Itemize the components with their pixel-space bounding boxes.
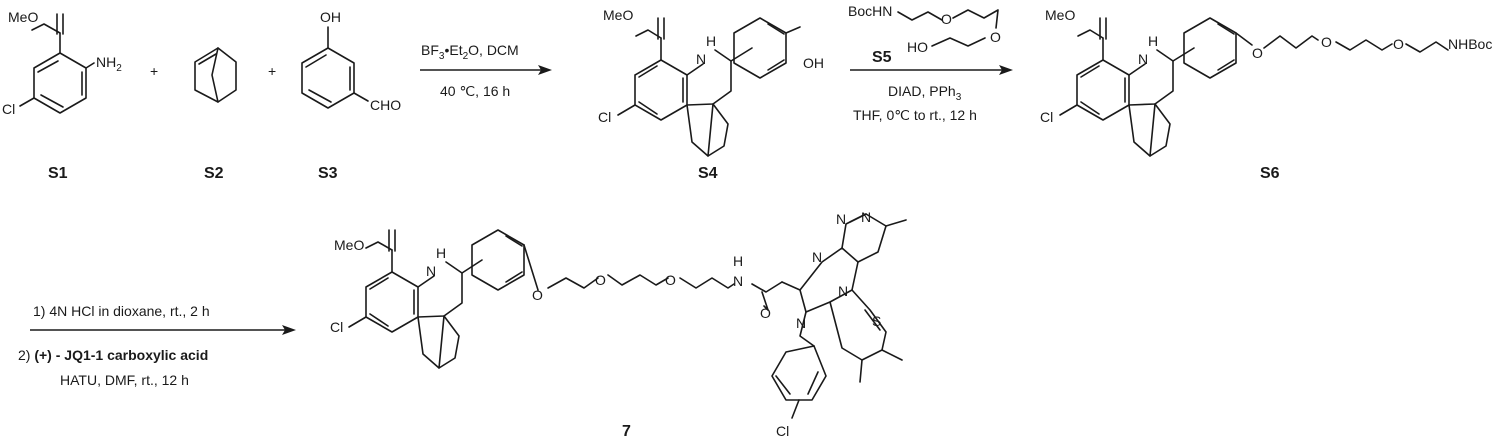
s4-cl: Cl <box>598 109 611 125</box>
c7-triazole-n4: N <box>838 283 848 299</box>
s4-bonds <box>617 17 801 157</box>
step1-arrowhead <box>538 65 552 75</box>
s1-meo: MeO <box>8 9 38 25</box>
s5-bonds <box>897 9 999 47</box>
s3-bonds <box>301 26 369 109</box>
step2-arrow-group: BocHN O O HO S5 DIAD, PPh3 THF, 0℃ to rt… <box>848 3 1013 123</box>
c7-n: N <box>426 263 436 279</box>
s6-o3: O <box>1393 36 1404 52</box>
c7-o1: O <box>532 287 543 303</box>
s6-label: S6 <box>1260 165 1280 182</box>
compound-s1: MeO NH2 Cl S1 <box>2 9 122 182</box>
step1-reagents: BF3•Et2O, DCM <box>421 42 519 62</box>
compound-s6: MeO H N O O O NHBoc Cl S6 <box>1040 7 1492 182</box>
s6-nh-h: H <box>1148 33 1158 49</box>
c7-amide-o: O <box>760 305 771 321</box>
step2-line1: DIAD, PPh3 <box>888 83 962 103</box>
s5-o2: O <box>990 29 1001 45</box>
s1-bonds <box>19 13 95 114</box>
c7-o3: O <box>665 272 676 288</box>
s4-n: N <box>696 51 706 67</box>
c7-amide-h: H <box>733 253 743 269</box>
s4-oh: OH <box>803 55 824 71</box>
step1-arrow-group: BF3•Et2O, DCM 40 ℃, 16 h <box>420 42 552 99</box>
c7-nh-h: H <box>436 245 446 261</box>
s1-nh2: NH2 <box>96 54 122 74</box>
step3-line2: 2) (+) - JQ1-1 carboxylic acid <box>18 347 208 363</box>
s2-label: S2 <box>204 165 224 182</box>
c7-aryl-cl: Cl <box>776 423 789 439</box>
c7-amide-n: N <box>733 273 743 289</box>
s3-oh: OH <box>320 9 341 25</box>
compound-s2: S2 <box>194 47 237 182</box>
plus-sign-2: + <box>268 63 276 79</box>
c7-azepine-n: N <box>796 315 806 331</box>
c7-triazole-n2: N <box>836 211 846 227</box>
step2-arrowhead <box>999 65 1013 75</box>
c7-triazole-n3: N <box>861 209 871 225</box>
s6-n: N <box>1138 51 1148 67</box>
s6-meo: MeO <box>1045 7 1075 23</box>
step3-arrow-group: 1) 4N HCl in dioxane, rt., 2 h 2) (+) - … <box>18 303 296 388</box>
s5-ho: HO <box>907 39 928 55</box>
compound-7: MeO H N O O O H N O N N N N N S Cl Cl 7 <box>330 209 907 440</box>
compound-s4: MeO H N OH Cl S4 <box>598 7 824 182</box>
c7-meo: MeO <box>334 237 364 253</box>
plus-sign-1: + <box>150 63 158 79</box>
s5-o1: O <box>941 11 952 27</box>
s3-cho: CHO <box>370 97 401 113</box>
step3-line1: 1) 4N HCl in dioxane, rt., 2 h <box>33 303 210 319</box>
s5-structure: BocHN O O HO <box>848 3 1001 55</box>
s4-label: S4 <box>698 165 718 182</box>
s6-cl: Cl <box>1040 109 1053 125</box>
s4-meo: MeO <box>603 7 633 23</box>
step3-line3: HATU, DMF, rt., 12 h <box>60 372 189 388</box>
s2-bonds <box>194 47 237 103</box>
step2-line2: THF, 0℃ to rt., 12 h <box>853 107 977 123</box>
compound-s3: OH CHO S3 <box>301 9 401 182</box>
s3-label: S3 <box>318 165 338 182</box>
s5-bochn: BocHN <box>848 3 892 19</box>
step3-arrowhead <box>282 325 296 335</box>
s6-nhboc: NHBoc <box>1448 36 1492 52</box>
s5-label: S5 <box>872 49 892 66</box>
s6-o2: O <box>1321 34 1332 50</box>
s1-label: S1 <box>48 165 68 182</box>
s6-o1: O <box>1252 45 1263 61</box>
c7-label: 7 <box>622 423 631 440</box>
step1-conditions: 40 ℃, 16 h <box>440 83 510 99</box>
c7-bonds <box>348 213 907 419</box>
c7-triazole-n1: N <box>812 249 822 265</box>
c7-cl: Cl <box>330 319 343 335</box>
s1-cl: Cl <box>2 101 15 117</box>
s6-bonds <box>1059 17 1449 157</box>
c7-thiophene-s: S <box>872 313 881 329</box>
c7-o2: O <box>595 272 606 288</box>
s4-nh-h: H <box>706 33 716 49</box>
